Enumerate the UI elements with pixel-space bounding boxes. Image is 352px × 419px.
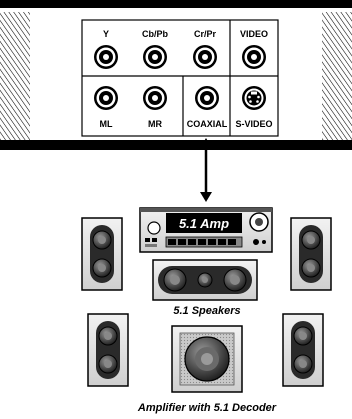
label-cr-pr: Cr/Pr: [194, 29, 217, 39]
panel-bottom-edge: [0, 140, 352, 150]
jack-mr: [143, 86, 167, 110]
amp-display: [166, 213, 242, 233]
jack-y: [94, 45, 118, 69]
panel-top-edge: [0, 0, 352, 8]
jack-coaxial: [195, 86, 219, 110]
label-video: VIDEO: [240, 29, 268, 39]
speaker-rear-left: [87, 313, 129, 387]
speaker-front-right: [290, 217, 332, 291]
jack-s-video: [242, 86, 266, 110]
panel-hatch-left: [0, 12, 30, 140]
speaker-rear-right: [282, 313, 324, 387]
speaker-front-left: [81, 217, 123, 291]
speaker-center: [152, 259, 258, 301]
subwoofer: [171, 325, 243, 393]
amp-knob-left: [147, 221, 161, 235]
label-mr: MR: [148, 119, 162, 129]
label-cb-pb: Cb/Pb: [142, 29, 169, 39]
jack-video: [242, 45, 266, 69]
caption-speakers: 5.1 Speakers: [173, 305, 240, 317]
panel-hatch-right: [322, 12, 352, 140]
label-coaxial: COAXIAL: [187, 119, 228, 129]
jack-grid-frame: [81, 19, 279, 137]
label-ml: ML: [100, 119, 113, 129]
jack-cr-pr: [193, 45, 217, 69]
jack-ml: [94, 86, 118, 110]
caption-amplifier: Amplifier with 5.1 Decoder: [137, 402, 277, 414]
label-y: Y: [103, 29, 109, 39]
coaxial-connection-arrow: [200, 138, 212, 202]
jack-cb-pb: [143, 45, 167, 69]
amp-display-text: 5.1 Amp: [179, 216, 229, 231]
label-s-video: S-VIDEO: [235, 119, 272, 129]
amplifier: 5.1 Amp: [139, 207, 273, 253]
device-rear-panel: Y Cb/Pb Cr/Pr VIDEO: [0, 0, 352, 150]
